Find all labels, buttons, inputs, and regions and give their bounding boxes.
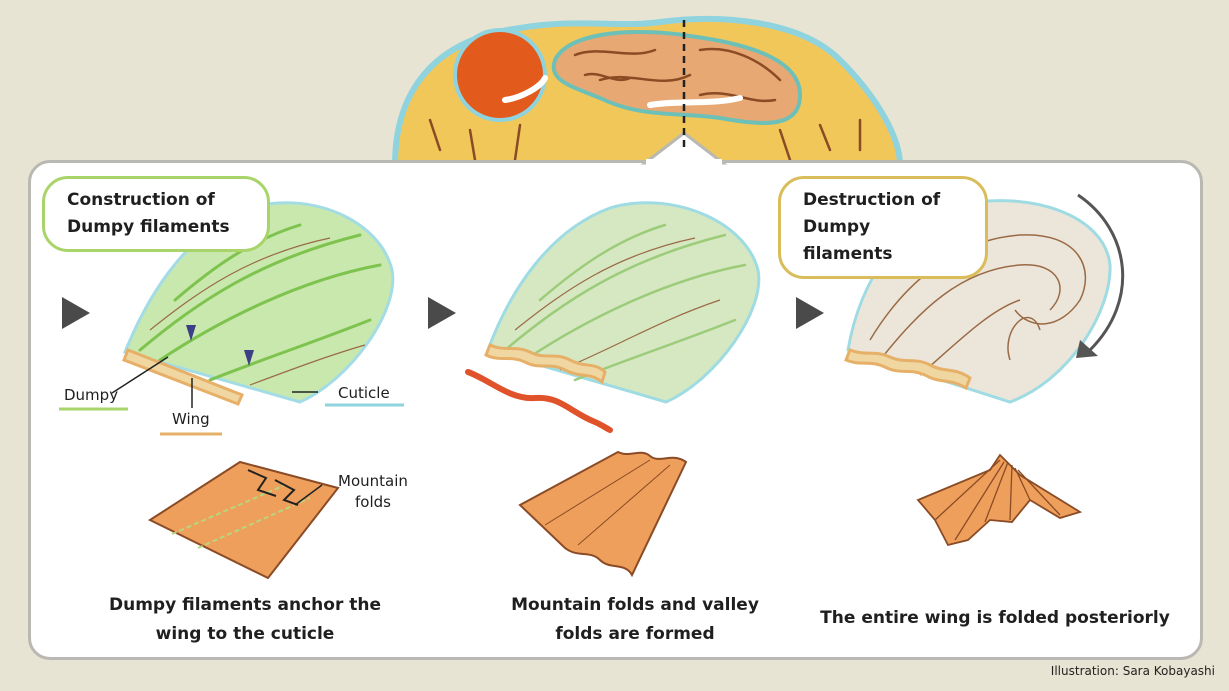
label-cuticle: Cuticle xyxy=(338,384,390,402)
wing-folding xyxy=(468,203,759,430)
play-arrow-icon xyxy=(796,297,824,329)
caption-step-2: Mountain folds and valley folds are form… xyxy=(500,591,770,649)
title-destruction: Destruction of Dumpy filaments xyxy=(778,176,988,279)
illustration-credit: Illustration: Sara Kobayashi xyxy=(1051,664,1215,678)
caption-step-1: Dumpy filaments anchor the wing to the c… xyxy=(90,591,400,649)
play-arrow-icon xyxy=(428,297,456,329)
panel-notch xyxy=(645,133,723,163)
caption-step-3: The entire wing is folded posteriorly xyxy=(800,604,1190,633)
play-arrow-icon xyxy=(62,297,90,329)
sheet-fanned xyxy=(918,455,1080,545)
sheet-mountain-folds xyxy=(150,462,338,578)
title-construction: Construction of Dumpy filaments xyxy=(42,176,270,252)
label-wing: Wing xyxy=(172,410,210,428)
label-mountain-folds: Mountain folds xyxy=(318,471,428,513)
sheet-wavy-folds xyxy=(520,452,686,575)
label-dumpy: Dumpy xyxy=(64,386,118,404)
